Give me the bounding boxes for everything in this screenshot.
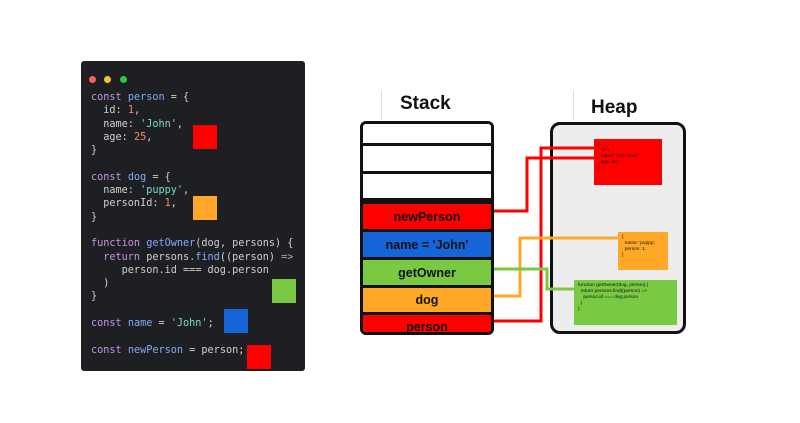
code-token: getOwner <box>146 238 196 250</box>
minimize-dot-icon <box>104 76 112 83</box>
code-token: , <box>170 198 177 210</box>
code-token: , <box>146 131 153 143</box>
code-line: person.id === dog.person <box>91 264 293 277</box>
code-token: => <box>281 251 294 263</box>
code-line: } <box>91 144 293 157</box>
code-line: id: 1, <box>91 104 293 117</box>
code-line: const newPerson = person; <box>91 344 293 357</box>
heap-title: Heap <box>591 97 638 118</box>
window-controls <box>89 70 131 88</box>
stack-empty-slot <box>363 146 491 174</box>
code-token: dog <box>127 171 147 183</box>
stack-frame-person: person <box>363 312 491 332</box>
code-token: age: <box>91 131 134 143</box>
code-token: find <box>195 251 220 263</box>
code-token: newPerson <box>127 344 184 356</box>
code-token: const <box>91 318 128 330</box>
code-token: ) <box>91 278 110 290</box>
name-color-marker <box>224 309 248 333</box>
code-line: ) <box>91 277 293 290</box>
person-color-marker <box>193 125 217 149</box>
dog-color-marker <box>193 196 217 220</box>
stack-frame-name: name = 'John' <box>363 229 491 257</box>
code-token: = { <box>164 92 190 103</box>
code-token: person <box>127 92 165 103</box>
code-token: , <box>133 105 141 117</box>
code-line: age: 25, <box>91 131 293 144</box>
code-token: (dog, persons) { <box>195 238 294 250</box>
code-token: name: <box>91 185 141 197</box>
stack-column-line <box>381 90 382 120</box>
code-token: ((person) <box>219 251 282 263</box>
newperson-reference-arrow <box>494 156 594 213</box>
code-token: , <box>176 118 184 130</box>
code-token: persons. <box>146 251 196 263</box>
code-token: = <box>152 318 171 330</box>
code-token: 'John' <box>140 118 177 130</box>
stack-frame-dog: dog <box>363 285 491 312</box>
code-token: 'puppy' <box>140 185 184 197</box>
code-token: name: <box>91 118 141 130</box>
maximize-dot-icon <box>119 76 127 83</box>
heap-getowner-function: function getOwner(dog, person) { return … <box>574 280 677 325</box>
code-token: = person; <box>183 344 245 356</box>
code-line: } <box>91 211 293 224</box>
code-token: 1 <box>127 105 134 117</box>
code-token: const <box>91 92 128 103</box>
getowner-color-marker <box>272 279 296 303</box>
code-token: person.id === dog.person <box>91 264 269 276</box>
code-token: , <box>183 185 190 197</box>
code-token: = { <box>146 171 171 183</box>
code-line: personId: 1, <box>91 197 293 210</box>
heap-column-line <box>573 90 574 120</box>
code-token: } <box>91 291 98 303</box>
code-token: 1 <box>164 198 171 210</box>
code-line: name: 'John', <box>91 118 293 131</box>
code-line: const dog = { <box>91 171 293 184</box>
getowner-reference-arrow <box>494 267 574 291</box>
code-token: 'John' <box>170 318 208 330</box>
code-line: const name = 'John'; <box>91 317 293 330</box>
code-token: const <box>91 344 128 356</box>
stack-frame-newperson: newPerson <box>363 201 491 229</box>
code-token: personId: <box>91 198 165 210</box>
stack-frame-getowner: getOwner <box>363 257 491 285</box>
code-line: function getOwner(dog, persons) { <box>91 237 293 250</box>
code-token: id: <box>91 105 128 117</box>
code-line: return persons.find((person) => <box>91 251 293 264</box>
stack-container: newPerson name = 'John' getOwner dog per… <box>360 121 494 335</box>
code-token: name <box>127 318 153 330</box>
close-dot-icon <box>89 76 96 83</box>
code-token: ; <box>207 318 214 330</box>
code-editor-window: const person = { id: 1, name: 'John', ag… <box>81 61 305 371</box>
code-token: 25 <box>133 131 147 143</box>
heap-dog-object: { name: 'puppy', person: 1, } <box>618 232 668 270</box>
code-token: function <box>91 238 147 250</box>
newperson-color-marker <box>247 345 271 369</box>
code-line: const person = { <box>91 91 293 104</box>
code-line: name: 'puppy', <box>91 184 293 197</box>
code-block: const person = { id: 1, name: 'John', ag… <box>91 91 293 357</box>
code-token: } <box>91 145 98 157</box>
stack-empty-slot <box>363 124 491 146</box>
person-reference-arrow <box>494 146 594 323</box>
dog-reference-arrow <box>494 236 618 298</box>
code-token: return <box>91 251 147 263</box>
code-line: } <box>91 290 293 303</box>
stack-empty-slot <box>363 174 491 201</box>
code-token: } <box>91 211 98 223</box>
code-token: const <box>91 171 128 183</box>
stack-title: Stack <box>400 93 451 114</box>
heap-person-object: { id: 1, name: 'John Doe', age: 25, } <box>594 139 662 185</box>
